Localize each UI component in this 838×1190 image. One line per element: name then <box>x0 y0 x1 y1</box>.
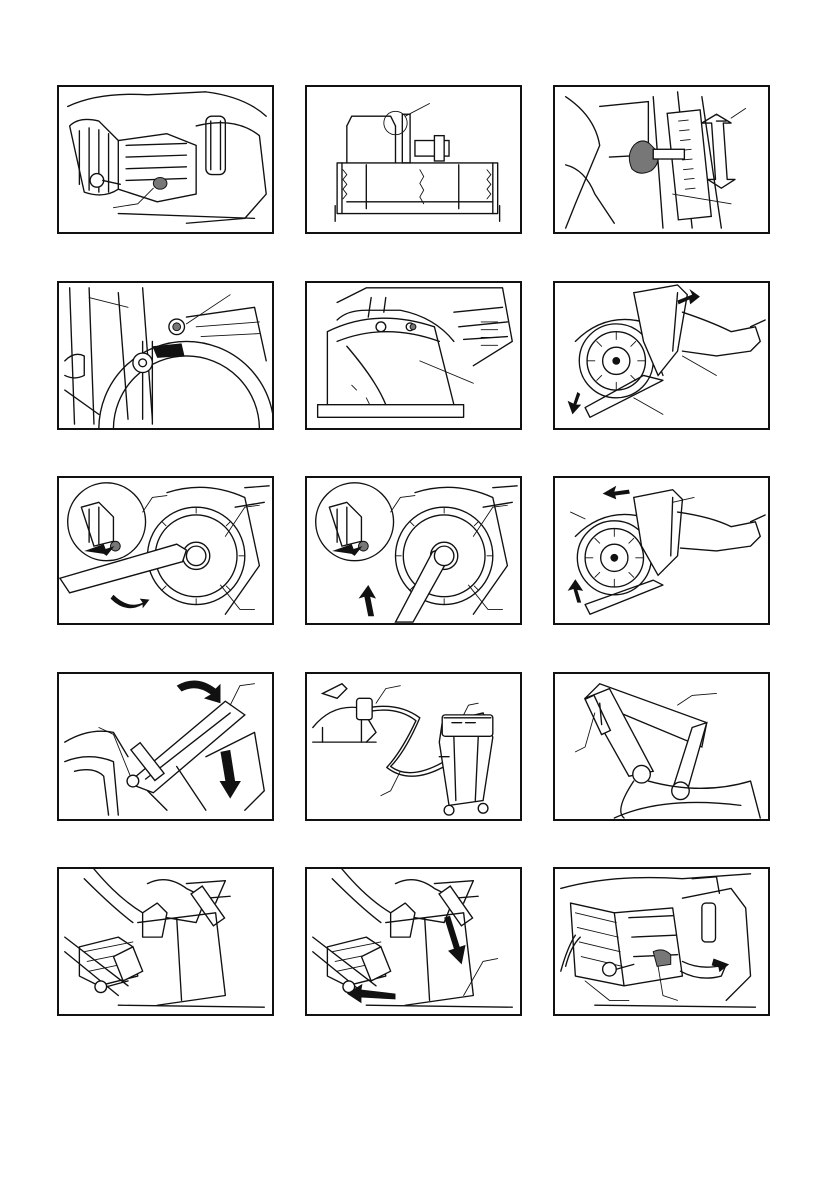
figure-panel-14 <box>305 867 522 1016</box>
blade-removal-illustration <box>59 478 272 623</box>
handle-adjust-illustration <box>59 674 272 819</box>
base-notch-illustration <box>307 87 520 232</box>
dust-extractor-illustration <box>307 674 520 819</box>
lock-button-icon <box>153 178 167 190</box>
front-handle-illustration <box>555 674 768 819</box>
figure-panel-2 <box>305 85 522 234</box>
switch-lock-illustration <box>59 87 272 232</box>
figure-panel-12 <box>553 672 770 821</box>
figure-panel-7 <box>57 476 274 625</box>
figure-panel-8 <box>305 476 522 625</box>
blade-install-illustration <box>307 478 520 623</box>
blade-guard-illustration <box>307 283 520 428</box>
figure-panel-10 <box>57 672 274 821</box>
brush-switch-illustration <box>555 869 768 1014</box>
operation-grip-illustration <box>59 869 272 1014</box>
plunge-operation-illustration <box>307 869 520 1014</box>
figure-panel-4 <box>57 281 274 430</box>
figure-panel-11 <box>305 672 522 821</box>
guard-close-illustration <box>555 478 768 623</box>
figure-panel-15 <box>553 867 770 1016</box>
depth-knob-illustration <box>555 87 768 232</box>
depth-lever-illustration <box>59 283 272 428</box>
figure-panel-13 <box>57 867 274 1016</box>
figure-panel-1 <box>57 85 274 234</box>
figure-panel-5 <box>305 281 522 430</box>
figure-panel-9 <box>553 476 770 625</box>
figure-panel-3 <box>553 85 770 234</box>
figure-panel-6 <box>553 281 770 430</box>
guard-open-illustration <box>555 283 768 428</box>
